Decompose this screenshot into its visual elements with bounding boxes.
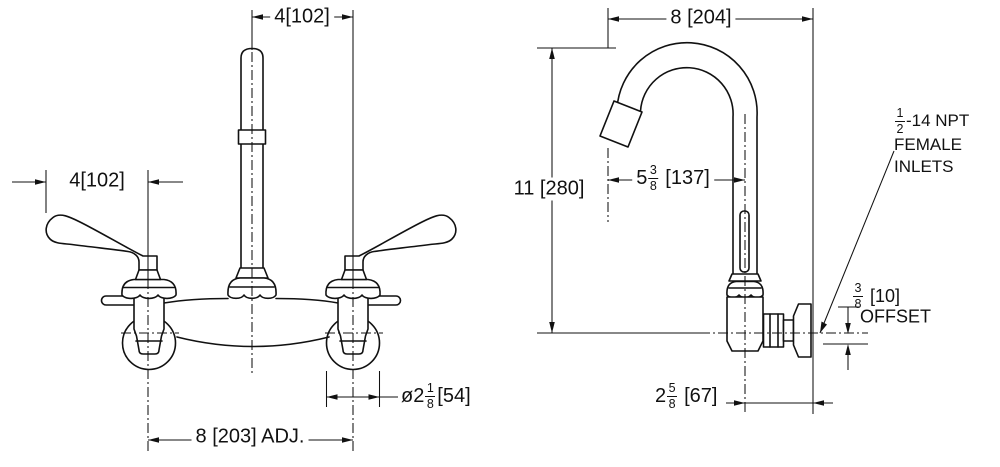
gooseneck-outer-edge (616, 41, 758, 275)
dim-offset-label: OFFSET (860, 306, 931, 327)
left-valve-body (133, 294, 165, 355)
body-top-edge (163, 297, 339, 304)
dim-wall-to-spout-label: 8 [204] (666, 6, 736, 30)
wall-flange (792, 303, 812, 358)
gooseneck-inner-edge (639, 66, 734, 275)
dim-overall-height-label: 11 [280] (509, 177, 589, 201)
dim-handle-length-label: 4[102] (65, 169, 129, 193)
inlet-note-line3: INLETS (894, 157, 954, 176)
aerator-tip (599, 100, 643, 148)
side-view-linework (599, 41, 812, 358)
right-handle-flare (340, 269, 368, 281)
left-bonnet-nut (121, 278, 177, 300)
dim-inlet-centers-label: 8 [203] ADJ. (191, 425, 309, 449)
body-bottom-edge (176, 336, 330, 348)
arrowheads (35, 14, 851, 443)
dim-spout-to-valve-label: 4[102] (270, 5, 334, 29)
left-body-boss (100, 295, 135, 306)
front-view-linework (45, 47, 457, 371)
right-body-boss (367, 295, 402, 306)
side-centerlines (607, 114, 868, 412)
body-elbow (726, 296, 764, 352)
left-wrist-blade-handle (45, 214, 158, 271)
inlet-tube (782, 319, 795, 342)
coupling-nut (762, 313, 785, 348)
inlet-note-line2: FEMALE (894, 135, 963, 154)
inlet-leader-line (819, 150, 895, 334)
front-centerlines (121, 52, 383, 452)
right-wrist-blade-handle (344, 214, 457, 271)
